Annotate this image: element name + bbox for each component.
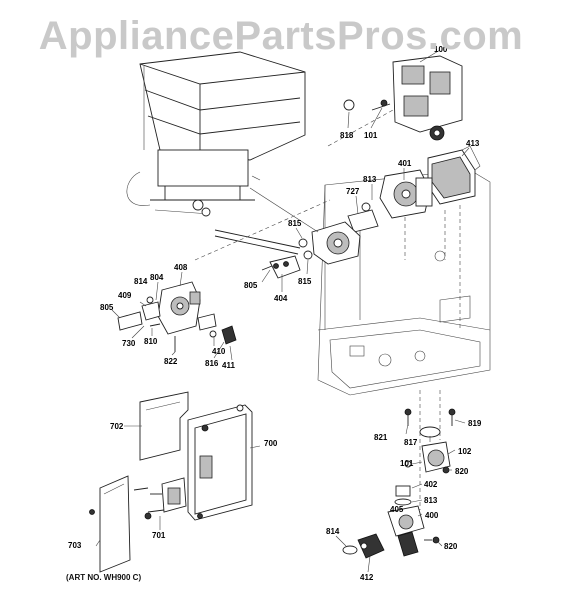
control-board-700 <box>89 391 253 573</box>
callout-400: 400 <box>425 511 439 520</box>
callout-814-bottom: 814 <box>326 527 340 536</box>
callout-405: 405 <box>390 505 404 514</box>
art-number-note: (ART NO. WH900 C) <box>66 573 142 582</box>
callout-703: 703 <box>68 541 82 550</box>
watermark-logo: AppliancePartsPros.com <box>38 14 524 58</box>
callout-413: 413 <box>466 139 480 148</box>
callout-700: 700 <box>264 439 278 448</box>
callout-816: 816 <box>205 359 219 368</box>
callout-821: 821 <box>374 433 388 442</box>
callout-410: 410 <box>212 347 226 356</box>
callout-412: 412 <box>360 573 374 582</box>
callout-818: 818 <box>340 131 354 140</box>
callout-727: 727 <box>346 187 360 196</box>
callout-813-top: 813 <box>363 175 377 184</box>
callout-820-b: 820 <box>444 542 458 551</box>
gas-manifold <box>214 187 361 265</box>
gas-valve-assembly <box>327 55 463 147</box>
callout-815-a: 815 <box>288 219 302 228</box>
callout-817: 817 <box>404 438 418 447</box>
callout-labels: 100 818 101 413 401 813 727 815 815 805 … <box>68 45 482 582</box>
callout-100: 100 <box>434 45 448 54</box>
fittings-404 <box>261 255 301 279</box>
callout-804: 804 <box>150 273 164 282</box>
blower-assembly-401 <box>347 169 433 233</box>
callout-810: 810 <box>144 337 158 346</box>
callout-813-bottom: 813 <box>424 496 438 505</box>
water-inlet-assembly <box>342 390 456 559</box>
callout-101-bottom: 101 <box>400 459 414 468</box>
callout-408: 408 <box>174 263 188 272</box>
callout-805-left: 805 <box>100 303 114 312</box>
leader-lines <box>95 49 470 573</box>
heat-exchanger-assembly <box>126 51 306 217</box>
callout-101-top: 101 <box>364 131 378 140</box>
callout-819: 819 <box>468 419 482 428</box>
callout-102: 102 <box>458 447 472 456</box>
callout-822: 822 <box>164 357 178 366</box>
callout-815-b: 815 <box>298 277 312 286</box>
callout-701: 701 <box>152 531 166 540</box>
callout-402: 402 <box>424 480 438 489</box>
callout-805-mid: 805 <box>244 281 258 290</box>
callout-702: 702 <box>110 422 124 431</box>
callout-411: 411 <box>222 361 235 370</box>
callout-814-left: 814 <box>134 277 148 286</box>
callout-409: 409 <box>118 291 132 300</box>
valve-assembly-408 <box>117 199 331 352</box>
cabinet-frame <box>317 169 491 396</box>
callout-820-a: 820 <box>455 467 469 476</box>
callout-404: 404 <box>274 294 288 303</box>
callout-401: 401 <box>398 159 412 168</box>
callout-730: 730 <box>122 339 136 348</box>
air-filter-413 <box>427 145 481 205</box>
